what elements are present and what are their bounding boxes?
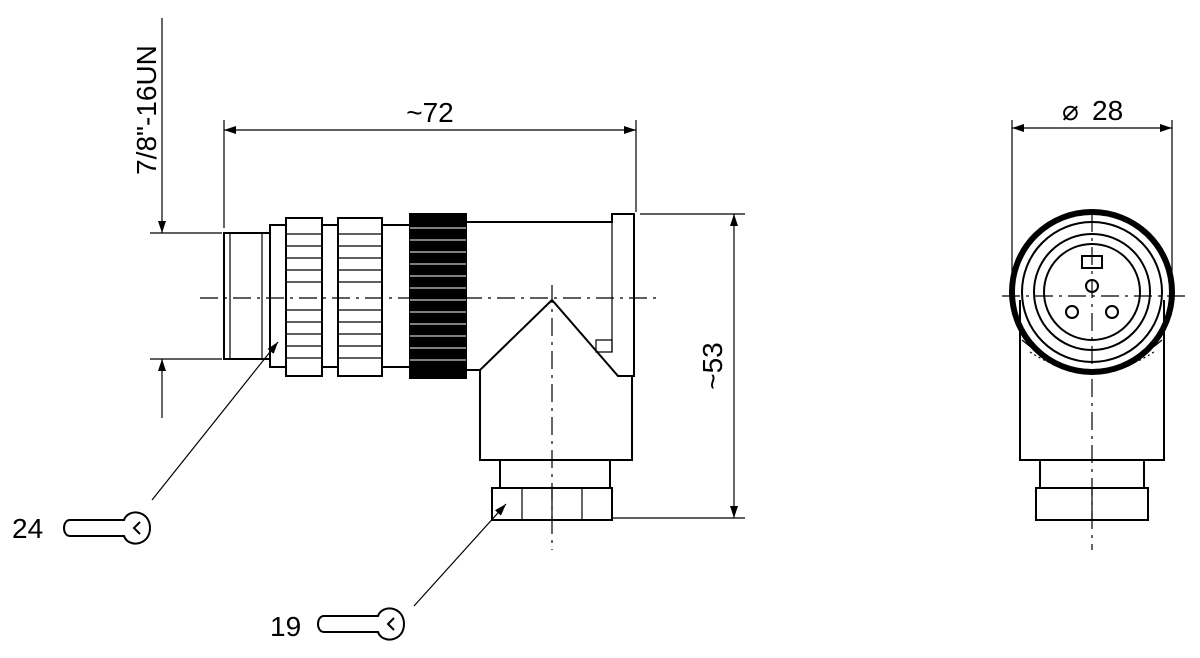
dimension-height: ~53 [612,213,745,519]
height-label: ~53 [697,342,728,390]
dimension-diameter: ⌀ 28 [1011,95,1173,290]
thread-nose [223,232,271,360]
side-view [200,213,660,550]
diameter-label: 28 [1092,95,1123,126]
knurled-ring [409,213,467,379]
cable-gland [499,459,611,489]
diameter-symbol: ⌀ [1062,95,1079,126]
wrench-icon [317,607,406,641]
wrench-icon [63,511,152,545]
dimension-length: ~72 [223,97,637,228]
wrench-24-label: 24 [12,513,43,544]
pin-3 [1105,305,1119,319]
dimension-thread: 7/8"-16UN [131,18,222,418]
length-label: ~72 [406,97,454,128]
wrench-19-label: 19 [270,611,301,642]
wrench-19: 19 [270,503,507,642]
coupling-nut [269,217,411,377]
end-view [1002,209,1186,550]
elbow-housing [466,213,635,461]
thread-label: 7/8"-16UN [131,45,162,175]
wrench-24: 24 [12,341,279,545]
pin-2 [1065,305,1079,319]
